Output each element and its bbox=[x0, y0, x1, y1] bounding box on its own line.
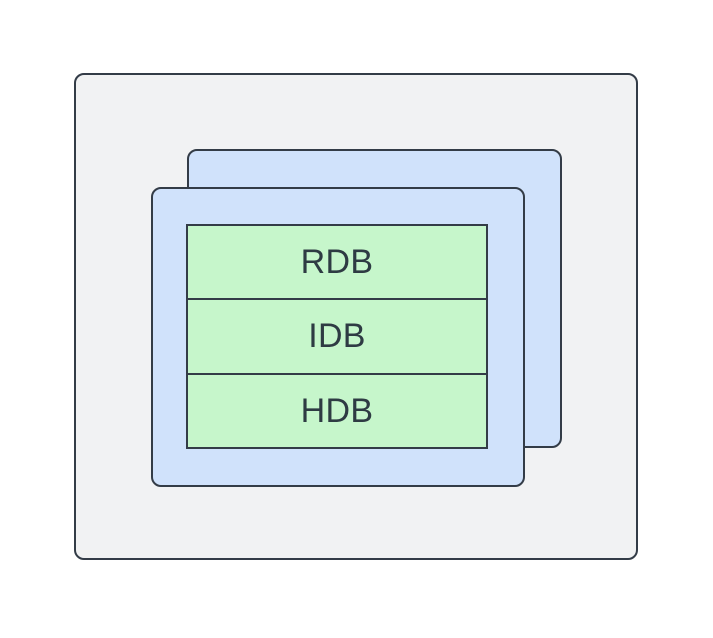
db-row-rdb-label: RDB bbox=[300, 243, 374, 282]
db-row-hdb[interactable]: HDB bbox=[188, 374, 486, 447]
db-row-hdb-label: HDB bbox=[300, 391, 374, 430]
database-stack: RDB IDB HDB bbox=[186, 224, 488, 449]
db-row-idb-label: IDB bbox=[308, 317, 366, 356]
db-row-rdb[interactable]: RDB bbox=[188, 226, 486, 301]
db-row-idb[interactable]: IDB bbox=[188, 300, 486, 375]
